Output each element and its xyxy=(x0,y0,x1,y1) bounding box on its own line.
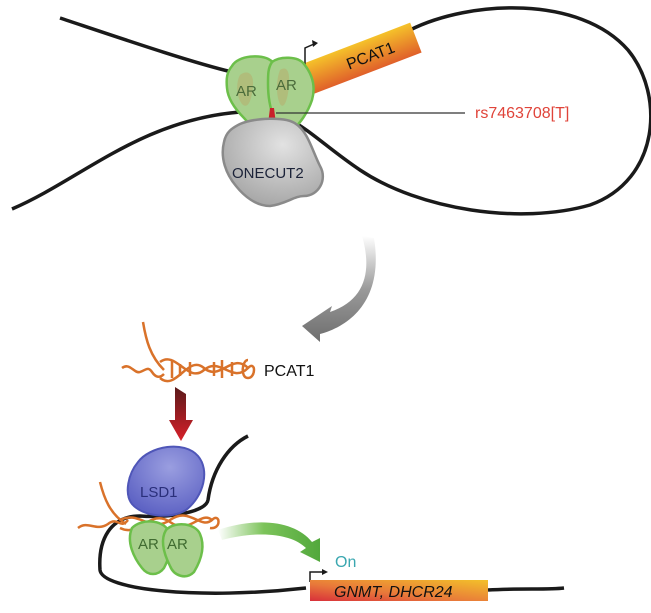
on-state-label: On xyxy=(335,554,356,571)
tss-arrowhead-bottom-icon xyxy=(322,569,328,575)
onecut2-protein: ONECUT2 xyxy=(221,117,325,208)
bottom-panel: LSD1 AR AR On GNMT, DHCR24 xyxy=(77,434,565,601)
dna-strand-bottom-right xyxy=(487,586,565,592)
dna-strand-upper-left xyxy=(59,16,233,74)
target-genes-bar xyxy=(310,580,488,601)
onecut2-label: ONECUT2 xyxy=(232,165,304,182)
pcat1-rna-icon xyxy=(121,321,256,383)
ar-protein-bottom-right: AR xyxy=(161,522,204,578)
top-panel: PCAT1 AR AR rs7463708[T] ONECUT2 xyxy=(11,6,651,216)
ar-bottom-right-label: AR xyxy=(167,536,188,553)
dna-strand-lower-left xyxy=(11,110,241,211)
tss-arrow-bottom-icon xyxy=(309,571,322,582)
target-genes-label: GNMT, DHCR24 xyxy=(334,584,453,601)
gray-curved-arrow xyxy=(302,236,376,342)
red-down-arrow xyxy=(169,387,193,441)
pcat1-rna-label: PCAT1 xyxy=(264,363,314,380)
green-curved-arrow xyxy=(218,522,320,562)
tss-arrowhead-icon xyxy=(312,40,318,47)
snp-label: rs7463708[T] xyxy=(475,105,569,122)
middle-panel: PCAT1 xyxy=(121,321,314,383)
ar-left-label: AR xyxy=(236,83,257,100)
ar-bottom-left-label: AR xyxy=(138,536,159,553)
dna-loop xyxy=(289,6,651,216)
lsd1-protein: LSD1 xyxy=(126,445,206,517)
ar-protein-right: AR xyxy=(266,56,315,132)
ar-protein-left: AR xyxy=(225,55,280,127)
ar-protein-bottom-left: AR xyxy=(128,520,173,576)
lsd1-label: LSD1 xyxy=(140,484,178,501)
ar-right-label: AR xyxy=(276,77,297,94)
dna-strand-bottom xyxy=(98,434,307,595)
pcat1-gene: PCAT1 xyxy=(299,22,422,95)
